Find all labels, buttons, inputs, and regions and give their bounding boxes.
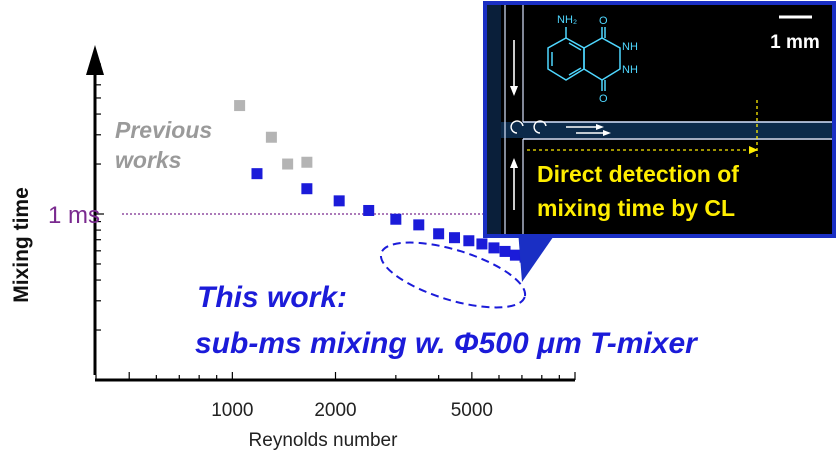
this-work-point (433, 228, 445, 240)
previous-works-point (234, 100, 246, 112)
x-tick-label: 5000 (451, 400, 493, 421)
reference-line-label: 1 ms (48, 202, 100, 229)
carbonyl-bottom-label: O (599, 93, 608, 105)
this-work-point (333, 195, 345, 207)
previous-works-point (301, 156, 313, 168)
flow-arrow-right-2-head (603, 130, 611, 136)
previous-works-label-line-1: Previous (115, 117, 212, 143)
this-work-point (509, 249, 521, 261)
inset-panel: 1 mm NH₂ O O NH NH Direct detection of m… (483, 1, 836, 238)
this-work-point (301, 183, 313, 195)
inset-caption-line-2: mixing time by CL (537, 195, 735, 221)
y-axis-arrow (86, 45, 104, 75)
this-work-point (463, 235, 475, 247)
x-tick-label: 1000 (211, 400, 253, 421)
flow-arrow-up-head (510, 158, 518, 168)
this-work-label-line-1: This work: (197, 281, 347, 314)
flow-arrow-down-head (510, 86, 518, 96)
this-work-point (488, 242, 500, 254)
vertical-channel-glow (487, 5, 501, 234)
vortex-icon-2 (533, 120, 547, 134)
inset-caption-line-1: Direct detection of (537, 161, 739, 187)
ring-double-bond-3 (568, 67, 582, 76)
x-tick-labels: 1000 2000 5000 (211, 400, 493, 421)
previous-works-point (265, 131, 277, 143)
scale-bar-label: 1 mm (770, 32, 820, 53)
this-work-point (413, 219, 425, 231)
x-axis-label: Reynolds number (249, 430, 399, 451)
carbonyl-top-label: O (599, 15, 608, 27)
this-work-highlight-ellipse (379, 241, 527, 309)
plot-area: 1000 2000 5000 1 ms (48, 45, 576, 421)
this-work-point (363, 204, 375, 216)
previous-works-label: Previous works (115, 117, 219, 173)
channel-glow (487, 122, 832, 138)
amino-label: NH₂ (557, 14, 577, 26)
ring-double-bond-2 (568, 42, 582, 51)
this-work-point (499, 245, 511, 257)
previous-works-label-line-2: works (115, 147, 181, 173)
inset-image (487, 5, 832, 234)
detection-arrow-head (749, 146, 758, 154)
this-work-point (251, 168, 263, 180)
previous-works-point (282, 158, 294, 170)
nh-top-label: NH (622, 41, 638, 53)
x-ticks (95, 372, 576, 380)
x-tick-label: 2000 (314, 400, 356, 421)
flow-arrow-right-1-head (596, 124, 604, 130)
this-work-point (390, 213, 402, 225)
nh-bottom-label: NH (622, 64, 638, 76)
this-work-label-line-2: sub-ms mixing w. Φ500 μm T-mixer (195, 327, 699, 360)
this-work-point (476, 238, 488, 250)
this-work-point (449, 232, 461, 244)
luminol-structure (547, 27, 621, 91)
callout-pointer (518, 230, 558, 282)
y-minor-ticks (96, 63, 104, 381)
y-axis-label: Mixing time (10, 187, 33, 303)
vortex-icon-1 (510, 120, 524, 134)
